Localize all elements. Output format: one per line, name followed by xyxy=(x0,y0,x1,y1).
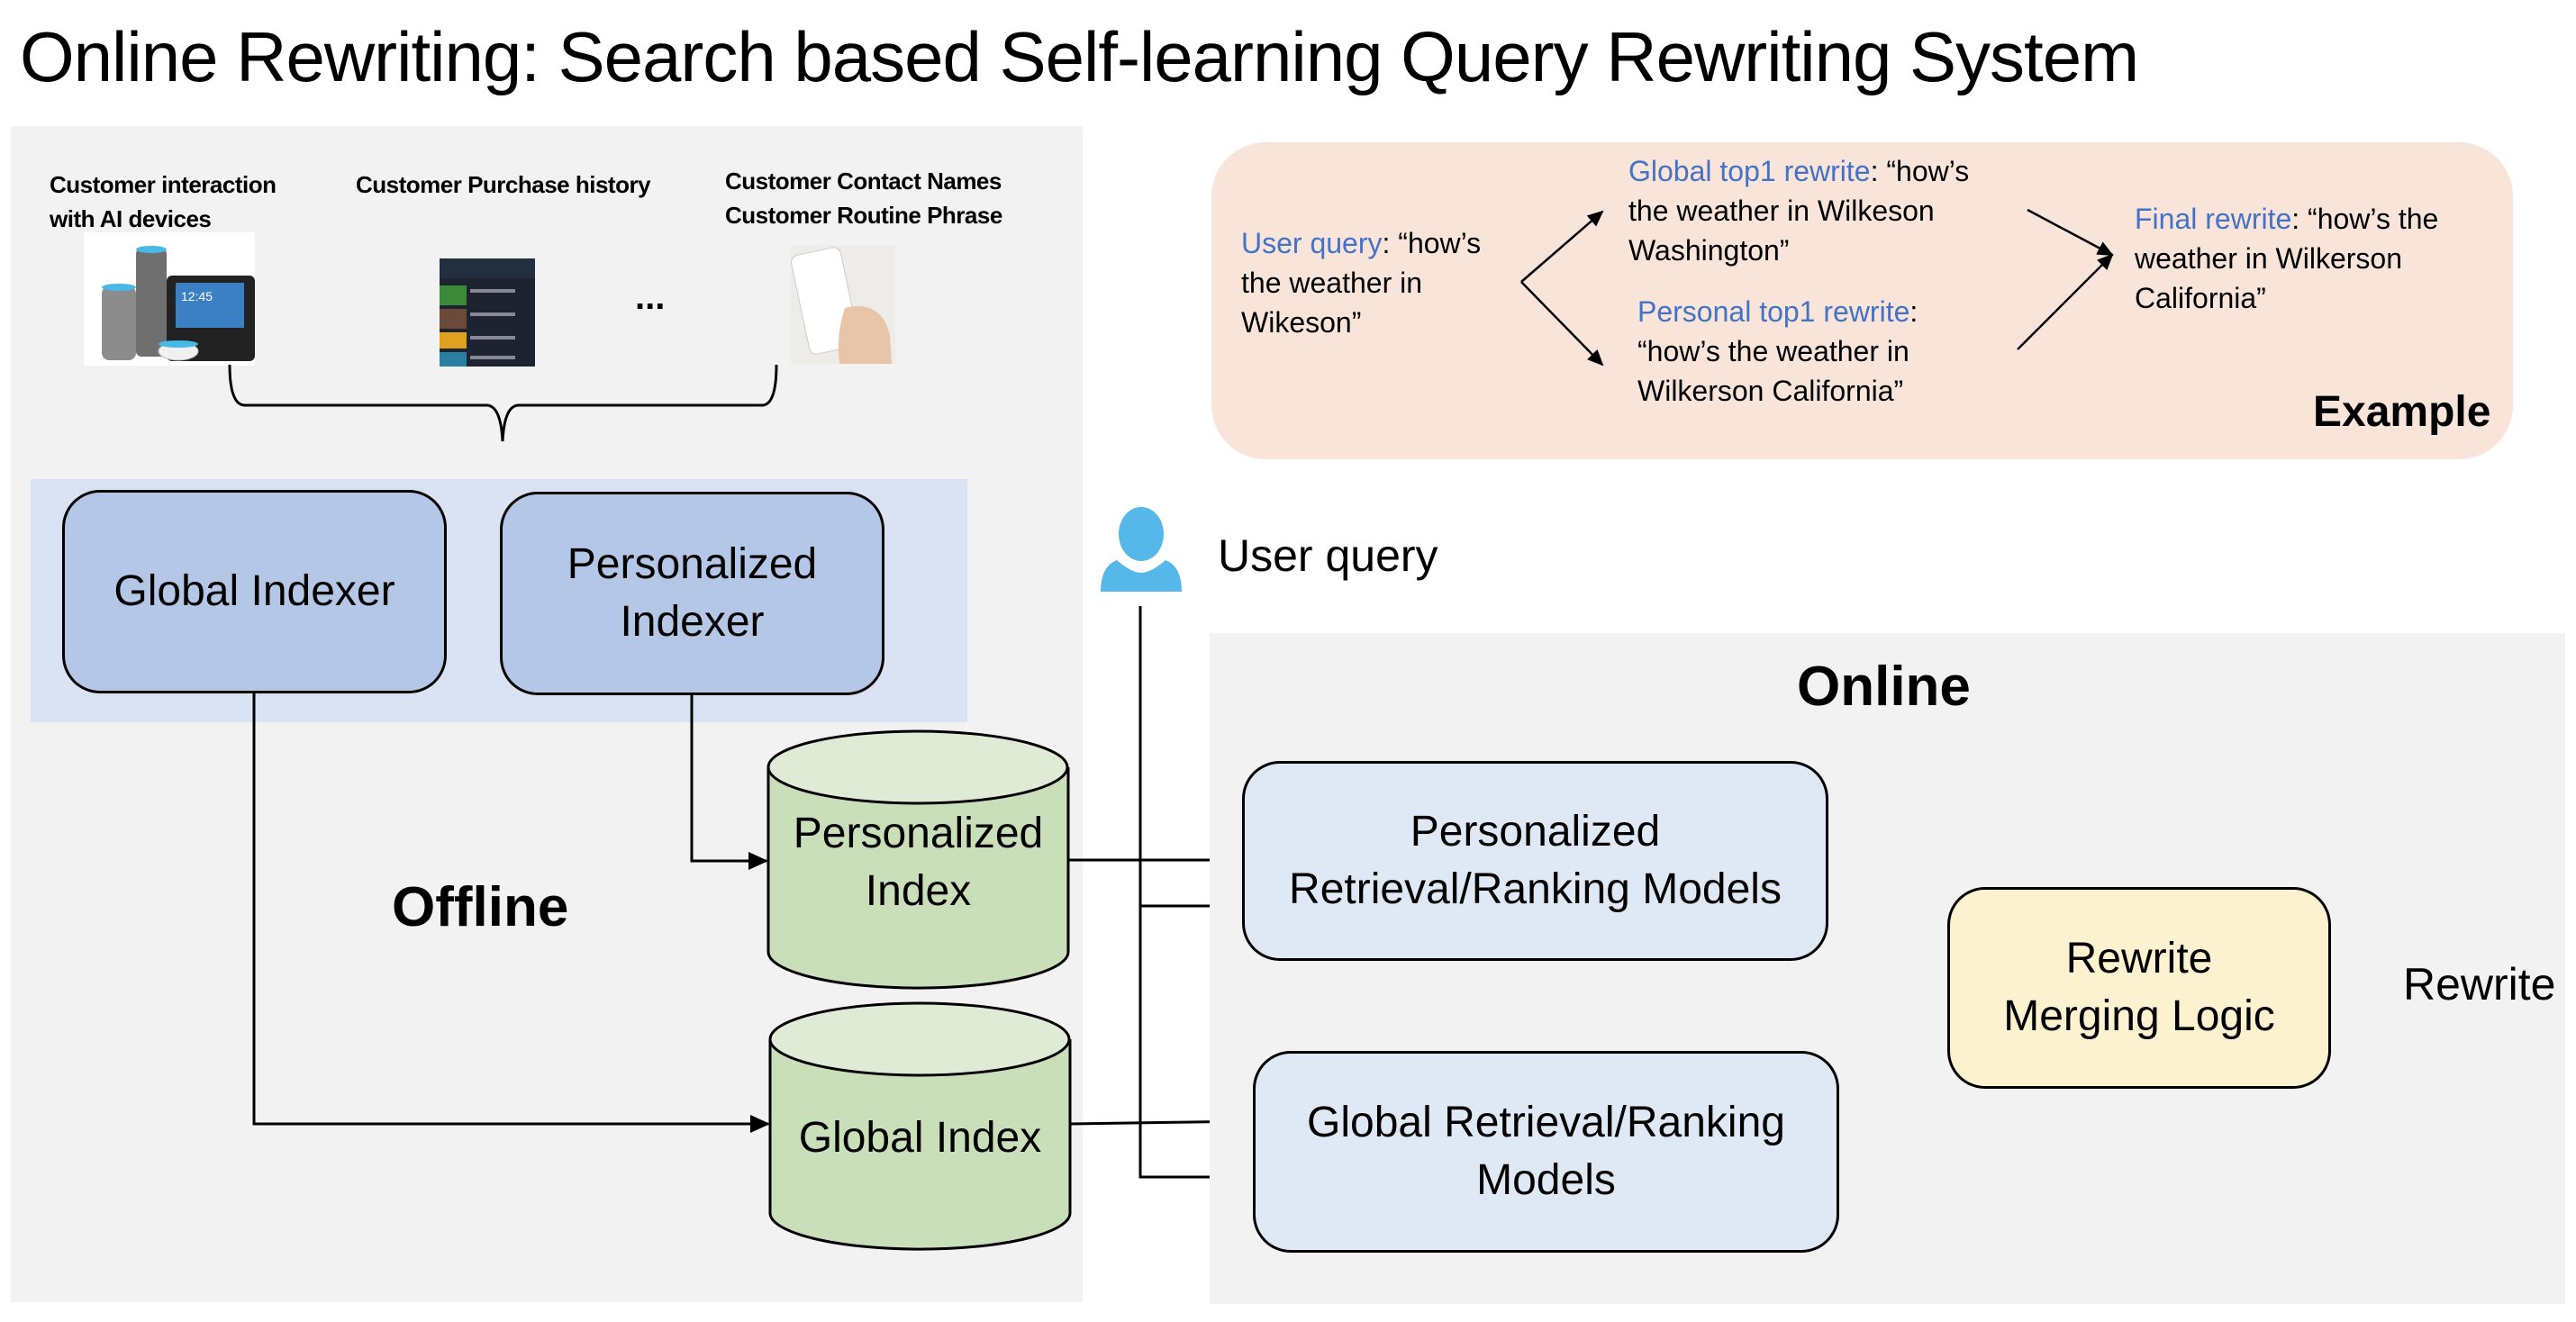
example-text: Washington” xyxy=(1628,234,1790,267)
example-user-query-key: User query xyxy=(1241,227,1383,259)
smart-speaker-devices-image: 12:45 xyxy=(84,232,255,366)
source-label-ai-devices: Customer interaction with AI devices xyxy=(50,168,277,236)
source-label-line: Customer interaction xyxy=(50,171,277,198)
example-final-key: Final rewrite xyxy=(2135,203,2292,235)
source-label-line: with AI devices xyxy=(50,205,212,232)
rewrite-output-label: Rewrite xyxy=(2403,959,2556,1010)
example-arrow-to-personal xyxy=(1520,281,1604,367)
personalized-index-label-line: Personalized xyxy=(793,809,1044,857)
personalized-models-label-line: Retrieval/Ranking Models xyxy=(1289,865,1782,913)
personalized-indexer-label-line: Indexer xyxy=(620,598,765,646)
example-text: “how’s xyxy=(1886,155,1970,187)
source-label-line: Customer Purchase history xyxy=(356,171,651,198)
user-query-label: User query xyxy=(1218,530,1438,581)
example-text: weather in Wilkerson xyxy=(2135,242,2402,275)
personalized-models-label-line: Personalized xyxy=(1410,808,1661,856)
example-global-top1-key: Global top1 rewrite xyxy=(1628,155,1871,187)
personalized-retrieval-ranking-models-box[interactable]: Personalized Retrieval/Ranking Models xyxy=(1242,761,1828,961)
offline-section-label: Offline xyxy=(392,876,569,938)
example-personal-top1-key: Personal top1 rewrite xyxy=(1637,295,1910,328)
purchase-history-app-image xyxy=(440,258,535,367)
example-arrow-to-global xyxy=(1520,210,1604,283)
personalized-index-label: Personalized Index xyxy=(768,810,1068,915)
example-separator: : xyxy=(1870,155,1887,187)
example-box xyxy=(1211,142,2513,459)
global-retrieval-ranking-models-box[interactable]: Global Retrieval/Ranking Models xyxy=(1253,1051,1839,1253)
phone-contacts-image xyxy=(790,245,895,364)
global-indexer-to-index-arrow xyxy=(252,693,770,1133)
example-separator: : xyxy=(1382,227,1399,259)
global-indexer-label: Global Indexer xyxy=(113,567,395,615)
rewrite-merging-logic-box[interactable]: Rewrite Merging Logic xyxy=(1947,887,2331,1089)
data-sources-brace xyxy=(228,364,778,442)
source-label-line: Customer Routine Phrase xyxy=(725,202,1002,229)
more-sources-ellipsis: ... xyxy=(635,277,666,317)
example-personal-top1-rewrite: Personal top1 rewrite: “how’s the weathe… xyxy=(1637,292,1918,411)
example-arrow-personal-to-final xyxy=(2017,253,2114,350)
merge-label-line: Merging Logic xyxy=(2003,992,2275,1040)
example-text: California” xyxy=(2135,282,2266,314)
source-label-line: Customer Contact Names xyxy=(725,168,1002,195)
example-arrow-global-to-final xyxy=(2027,208,2114,257)
online-section-label: Online xyxy=(1797,656,1971,718)
example-label: Example xyxy=(2313,388,2491,436)
svg-text:12:45: 12:45 xyxy=(181,289,213,303)
user-icon xyxy=(1101,507,1182,592)
global-models-label-line: Global Retrieval/Ranking xyxy=(1307,1099,1785,1146)
example-separator: : xyxy=(1909,295,1918,328)
example-global-top1-rewrite: Global top1 rewrite: “how’s the weather … xyxy=(1628,151,1969,270)
example-text: “how’s xyxy=(1398,227,1482,259)
global-index-cylinder xyxy=(768,1001,1072,1251)
merge-label-line: Rewrite xyxy=(2065,935,2213,982)
source-label-contacts-routines: Customer Contact Names Customer Routine … xyxy=(725,164,1002,232)
personalized-indexer-to-index-arrow xyxy=(690,695,768,870)
personalized-index-cylinder xyxy=(766,729,1070,990)
example-text: “how’s the weather in xyxy=(1637,335,1909,367)
example-text: Wilkerson California” xyxy=(1637,375,1904,407)
example-separator: : xyxy=(2291,203,2308,235)
page-title: Online Rewriting: Search based Self-lear… xyxy=(20,17,2139,96)
personalized-index-label-line: Index xyxy=(865,866,972,915)
global-indexer-box[interactable]: Global Indexer xyxy=(62,490,447,693)
source-label-purchase-history: Customer Purchase history xyxy=(356,168,651,202)
example-text: the weather in xyxy=(1241,267,1423,299)
global-index-label: Global Index xyxy=(798,1114,1042,1162)
example-final-rewrite: Final rewrite: “how’s the weather in Wil… xyxy=(2135,199,2438,318)
example-text: Wikeson” xyxy=(1241,306,1362,339)
example-text: “how’s the xyxy=(2308,203,2439,235)
example-text: the weather in Wilkeson xyxy=(1628,195,1935,227)
personalized-indexer-box[interactable]: Personalized Indexer xyxy=(500,492,884,695)
example-user-query: User query: “how’s the weather in Wikeso… xyxy=(1241,223,1481,342)
personalized-indexer-label-line: Personalized xyxy=(567,540,818,588)
global-models-label-line: Models xyxy=(1476,1156,1616,1204)
